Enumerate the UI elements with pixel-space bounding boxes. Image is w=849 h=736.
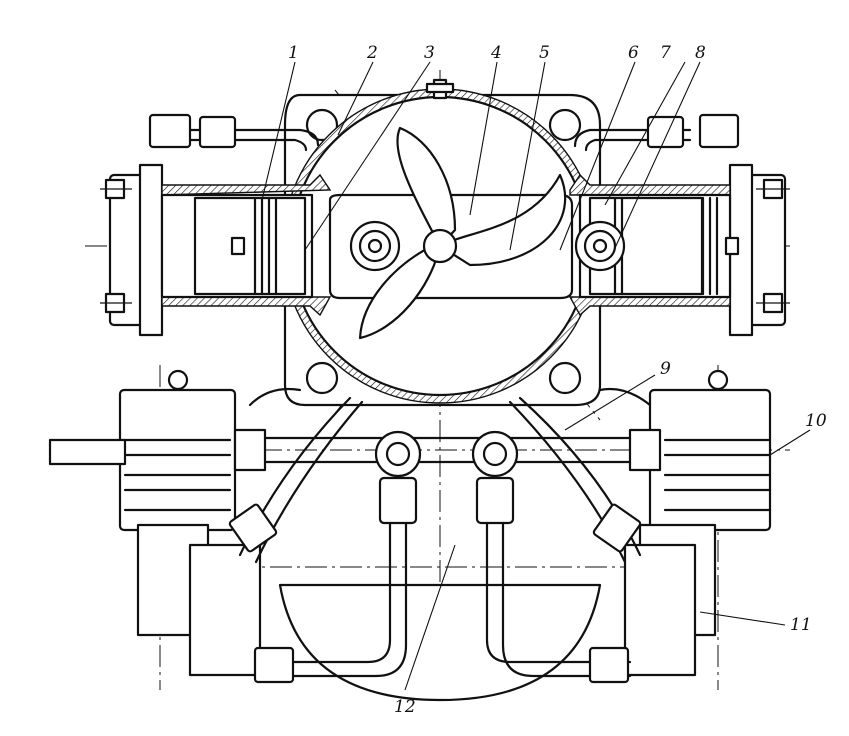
- lower-pipes: [228, 396, 642, 684]
- center-fittings: [374, 430, 519, 525]
- label-4: 4: [490, 43, 502, 63]
- label-6: 6: [628, 43, 639, 63]
- label-12: 12: [394, 697, 416, 717]
- lower-right-unit: [623, 369, 772, 677]
- label-8: 8: [695, 43, 706, 63]
- label-7: 7: [660, 43, 671, 63]
- label-2: 2: [366, 43, 378, 63]
- lower-left-unit: [48, 369, 267, 677]
- left-cylinder: [100, 163, 332, 337]
- cross-shaft: [263, 436, 632, 702]
- corner-bolt: [305, 108, 339, 142]
- corner-bolt: [305, 361, 339, 395]
- right-bearing: [574, 220, 626, 272]
- leader-lines: [261, 61, 811, 691]
- upper-pipes: [148, 113, 740, 152]
- label-5: 5: [539, 43, 550, 63]
- label-11: 11: [790, 615, 812, 635]
- corner-bolt: [548, 108, 582, 142]
- rotor: [358, 126, 567, 340]
- label-10: 10: [805, 411, 827, 431]
- left-bearing: [349, 220, 401, 272]
- label-9: 9: [660, 359, 671, 379]
- callout-labels: 1 2 3 4 5 6 7 8 9 10 11 12: [288, 43, 827, 717]
- corner-bolt: [548, 361, 582, 395]
- label-3: 3: [424, 43, 435, 63]
- label-1: 1: [288, 43, 299, 63]
